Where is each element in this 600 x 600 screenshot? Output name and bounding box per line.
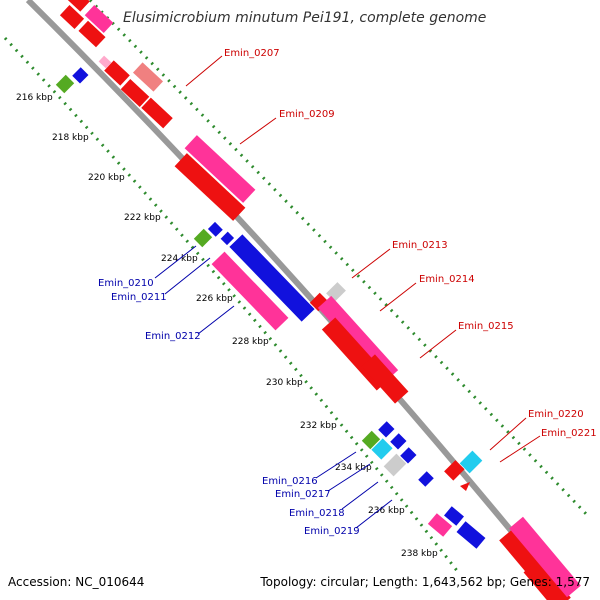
gene-arrow[interactable]	[72, 67, 89, 84]
tick-label: 238 kbp	[401, 549, 438, 559]
gene-arrow[interactable]	[220, 231, 235, 246]
tick-labels: 216 kbp 218 kbp 220 kbp 222 kbp 224 kbp …	[16, 93, 438, 559]
gene-arrow[interactable]	[59, 5, 85, 29]
tick-ring	[3, 0, 592, 573]
leader-plus	[185, 55, 223, 87]
tick-label: 226 kbp	[196, 294, 233, 304]
gene-label[interactable]: Emin_0212	[145, 331, 201, 342]
gene-arrow[interactable]	[141, 97, 173, 129]
gene-label[interactable]: Emin_0218	[289, 508, 345, 519]
tick-label: 222 kbp	[124, 213, 161, 223]
labels-plus: Emin_0207 Emin_0209 Emin_0213 Emin_0214 …	[224, 48, 597, 439]
leader-plus	[419, 329, 457, 359]
gene-label[interactable]: Emin_0221	[541, 428, 597, 439]
gene-arrow[interactable]	[400, 447, 417, 464]
gene-arrow[interactable]	[174, 153, 246, 221]
tick-label: 230 kbp	[266, 378, 303, 388]
gene-label[interactable]: Emin_0215	[458, 321, 514, 332]
gene-arrow[interactable]	[444, 460, 465, 481]
gene-label[interactable]: Emin_0220	[528, 409, 584, 420]
gene-features	[55, 0, 581, 600]
gene-arrow[interactable]	[390, 433, 407, 450]
accession-text: Accession: NC_010644	[8, 575, 144, 589]
gene-arrow[interactable]	[383, 453, 407, 477]
labels-minus: Emin_0210 Emin_0211 Emin_0212 Emin_0216 …	[98, 278, 360, 537]
map-title: Elusimicrobium minutum Pei191, complete …	[123, 10, 486, 26]
gene-label[interactable]: Emin_0207	[224, 48, 280, 59]
leader-minus	[315, 451, 357, 479]
gene-arrow[interactable]	[361, 354, 409, 404]
gene-arrow[interactable]	[361, 430, 381, 450]
gene-arrow[interactable]	[427, 513, 453, 537]
gene-arrow[interactable]	[78, 20, 106, 48]
leader-minus	[341, 481, 379, 510]
tick-label: 228 kbp	[232, 337, 269, 347]
gene-label[interactable]: Emin_0210	[98, 278, 154, 289]
gene-arrow[interactable]	[459, 450, 483, 474]
gene-label[interactable]: Emin_0219	[304, 526, 360, 537]
gene-label[interactable]: Emin_0217	[275, 489, 331, 500]
gene-arrow[interactable]	[104, 60, 130, 86]
leader-plus	[351, 248, 391, 279]
gene-arrow[interactable]	[64, 0, 90, 12]
gene-label[interactable]: Emin_0209	[279, 109, 335, 120]
tick-label: 234 kbp	[335, 463, 372, 473]
backbone	[25, 0, 571, 600]
gene-arrow[interactable]	[207, 221, 223, 237]
tick-label: 232 kbp	[300, 421, 337, 431]
tick-label: 220 kbp	[88, 173, 125, 183]
gene-arrow[interactable]	[456, 521, 486, 549]
gene-arrow[interactable]	[523, 563, 567, 600]
gene-arrow[interactable]	[84, 5, 114, 33]
gene-arrow[interactable]	[184, 135, 256, 203]
leader-minus	[164, 257, 211, 295]
leader-plus	[499, 435, 541, 463]
gene-label[interactable]: Emin_0213	[392, 240, 448, 251]
leader-plus	[239, 117, 277, 145]
leader-minus	[355, 499, 393, 529]
gene-arrow[interactable]	[229, 234, 315, 322]
gene-arrow[interactable]	[509, 516, 581, 598]
gene-label[interactable]: Emin_0211	[111, 292, 167, 303]
gene-arrow[interactable]	[418, 471, 434, 487]
gene-arrow[interactable]	[444, 506, 464, 526]
leader-plus	[489, 417, 527, 451]
gene-arrow[interactable]	[309, 292, 329, 312]
tick-ring-inner	[3, 36, 460, 573]
gene-arrow[interactable]	[120, 79, 150, 107]
gene-arrow[interactable]	[371, 438, 393, 460]
gene-arrow[interactable]	[55, 74, 75, 94]
gene-arrow[interactable]	[460, 482, 470, 491]
gene-arrow[interactable]	[132, 62, 164, 92]
tick-label: 216 kbp	[16, 93, 53, 103]
gene-label[interactable]: Emin_0214	[419, 274, 475, 285]
gene-arrow[interactable]	[211, 251, 289, 331]
gene-label[interactable]: Emin_0216	[262, 476, 318, 487]
leader-minus	[197, 305, 235, 335]
tick-label: 236 kbp	[368, 506, 405, 516]
gene-arrow[interactable]	[98, 55, 112, 69]
leader-minus	[327, 463, 371, 492]
label-leaders	[154, 55, 541, 529]
gene-arrow[interactable]	[378, 421, 395, 438]
genome-summary-text: Topology: circular; Length: 1,643,562 bp…	[259, 575, 590, 589]
leader-minus	[154, 245, 197, 279]
tick-label: 218 kbp	[52, 133, 89, 143]
tick-ring-outer	[88, 0, 592, 520]
leader-plus	[379, 282, 417, 312]
gene-arrow[interactable]	[193, 228, 213, 248]
